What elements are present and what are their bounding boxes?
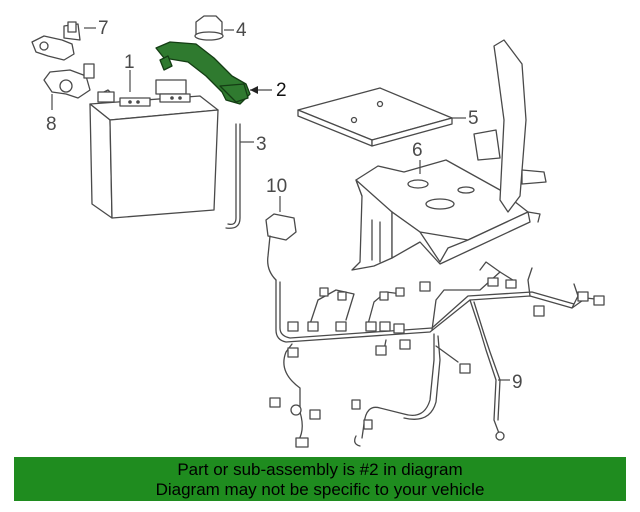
part-6-battery-carrier[interactable] bbox=[351, 39, 547, 271]
callout-2: 2 bbox=[276, 80, 287, 101]
banner-line-disclaimer: Diagram may not be specific to your vehi… bbox=[155, 480, 485, 499]
part-7-terminal-clamp[interactable] bbox=[31, 21, 81, 61]
callout-9: 9 bbox=[512, 372, 523, 393]
callout-8: 8 bbox=[46, 114, 57, 135]
parts-diagram: 7 8 1 2 4 3 bbox=[31, 15, 605, 448]
part-5-tray-pad[interactable] bbox=[297, 87, 453, 147]
banner-line-part: Part or sub-assembly is #2 in diagram bbox=[177, 460, 463, 479]
callout-6: 6 bbox=[412, 140, 423, 161]
part-9-wire-harness[interactable] bbox=[269, 261, 605, 448]
callout-7: 7 bbox=[98, 18, 109, 39]
part-10-connector[interactable] bbox=[265, 213, 297, 281]
callout-1: 1 bbox=[124, 52, 135, 73]
callout-3: 3 bbox=[256, 134, 267, 155]
part-2-battery-clamp[interactable] bbox=[155, 41, 251, 105]
callout-4: 4 bbox=[236, 20, 247, 41]
callout-10: 10 bbox=[266, 176, 287, 197]
callout-5: 5 bbox=[468, 108, 479, 129]
info-banner: Part or sub-assembly is #2 in diagram Di… bbox=[14, 457, 626, 501]
part-1-battery[interactable] bbox=[89, 79, 219, 219]
part-8-terminal-clamp[interactable] bbox=[43, 63, 95, 99]
part-3-hold-down-rod[interactable] bbox=[225, 123, 241, 229]
part-4-nut[interactable] bbox=[194, 15, 224, 41]
